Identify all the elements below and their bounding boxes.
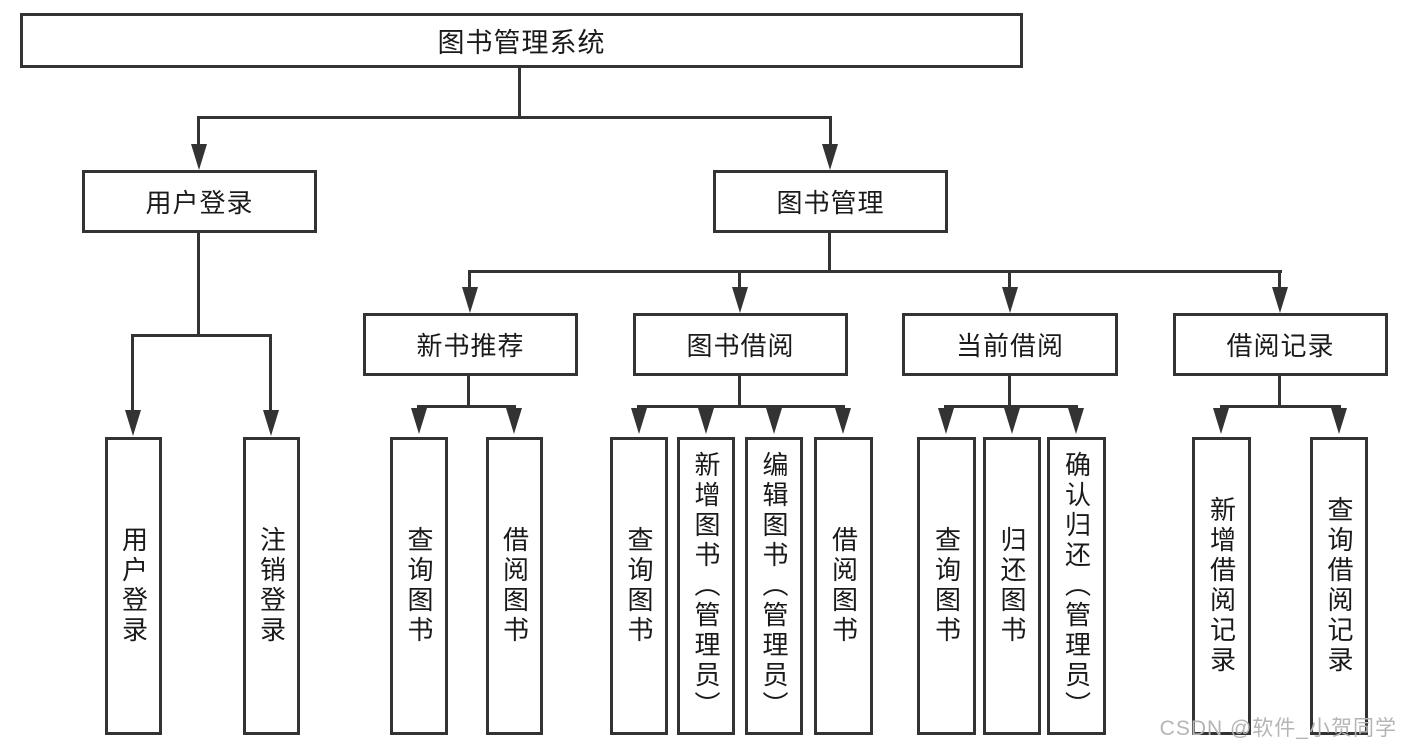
connector-stub-borrow-records [1278, 271, 1281, 289]
connector-borrow-records-horizontal [1220, 405, 1341, 408]
node-new-book-recommend-label: 新书推荐 [416, 331, 525, 361]
arrowhead-book-management [822, 144, 838, 170]
leaf-add-borrow-record: 新增借阅记录 [1192, 437, 1251, 735]
arrowhead-query-borrow-record [1331, 408, 1347, 434]
leaf-borrow-books-label: 借阅图书 [828, 526, 859, 646]
arrowhead-borrow-records [1272, 287, 1288, 313]
arrowhead-borrow-books-1 [506, 408, 522, 434]
leaf-add-borrow-record-label: 新增借阅记录 [1206, 496, 1237, 676]
node-current-borrow-label: 当前借阅 [955, 331, 1064, 361]
connector-stub-book-borrow [738, 271, 741, 289]
arrowhead-add-borrow-record [1213, 408, 1229, 434]
connector-user-login-horizontal [131, 334, 272, 337]
connector-stub-new-book [468, 271, 471, 289]
arrowhead-logout-leaf [263, 410, 279, 436]
connector-root-horizontal [197, 116, 832, 119]
leaf-borrow-books-recommend-label: 借阅图书 [499, 526, 530, 646]
leaf-confirm-return-admin-label: 确认归还（管理员） [1061, 451, 1092, 721]
arrowhead-current-borrow [1002, 287, 1018, 313]
connector-book-borrow-horizontal [637, 405, 845, 408]
connector-stub-current-borrow [1008, 271, 1011, 289]
node-borrow-records: 借阅记录 [1173, 313, 1388, 376]
node-book-borrow-label: 图书借阅 [686, 331, 795, 361]
leaf-return-books-label: 归还图书 [997, 526, 1027, 646]
leaf-borrow-books: 借阅图书 [814, 437, 873, 735]
node-user-login: 用户登录 [82, 170, 317, 233]
leaf-query-borrow-record: 查询借阅记录 [1310, 437, 1368, 735]
arrowhead-query-books-3 [938, 408, 954, 434]
leaf-query-books-current-label: 查询图书 [931, 526, 962, 646]
node-user-login-label: 用户登录 [145, 188, 254, 218]
leaf-logout-label: 注销登录 [256, 526, 287, 646]
leaf-query-books-borrow: 查询图书 [610, 437, 668, 735]
node-library-system-label: 图书管理系统 [437, 28, 606, 58]
node-library-system: 图书管理系统 [20, 13, 1023, 68]
connector-current-borrow-vertical [1008, 376, 1011, 407]
arrowhead-query-books-1 [411, 408, 427, 434]
connector-book-management-horizontal [468, 270, 1282, 273]
arrowhead-add-books [698, 408, 714, 434]
connector-user-login-vertical [197, 233, 200, 336]
leaf-query-borrow-record-label: 查询借阅记录 [1324, 496, 1354, 676]
watermark: CSDN @软件_小贺同学 [1159, 717, 1397, 740]
node-book-management: 图书管理 [713, 170, 948, 233]
leaf-user-login: 用户登录 [105, 437, 162, 735]
leaf-confirm-return-admin: 确认归还（管理员） [1047, 437, 1106, 735]
leaf-query-books-recommend: 查询图书 [390, 437, 448, 735]
arrowhead-new-book [462, 287, 478, 313]
connector-book-management-vertical [828, 233, 831, 272]
leaf-query-books-current: 查询图书 [917, 437, 976, 735]
arrowhead-login-leaf [125, 410, 141, 436]
connector-stub-book-management [829, 117, 832, 145]
leaf-logout: 注销登录 [243, 437, 300, 735]
leaf-add-books-admin: 新增图书（管理员） [677, 437, 735, 735]
leaf-borrow-books-recommend: 借阅图书 [486, 437, 543, 735]
connector-stub-logout-leaf [269, 335, 272, 412]
arrowhead-confirm-return [1068, 408, 1084, 434]
node-new-book-recommend: 新书推荐 [363, 313, 578, 376]
arrowhead-user-login [191, 144, 207, 170]
arrowhead-return-books [1004, 408, 1020, 434]
arrowhead-edit-books [766, 408, 782, 434]
node-book-management-label: 图书管理 [776, 188, 885, 218]
connector-current-borrow-horizontal [944, 405, 1078, 408]
connector-borrow-records-vertical [1278, 376, 1281, 407]
leaf-edit-books-admin-label: 编辑图书（管理员） [759, 451, 789, 721]
node-borrow-records-label: 借阅记录 [1226, 331, 1335, 361]
leaf-query-books-recommend-label: 查询图书 [404, 526, 434, 646]
connector-new-book-horizontal [417, 405, 516, 408]
arrowhead-book-borrow [732, 287, 748, 313]
leaf-query-books-borrow-label: 查询图书 [624, 526, 654, 646]
connector-new-book-vertical [467, 376, 470, 407]
node-current-borrow: 当前借阅 [902, 313, 1118, 376]
arrowhead-query-books-2 [631, 408, 647, 434]
connector-stub-user-login [197, 117, 200, 145]
leaf-user-login-label: 用户登录 [118, 526, 149, 646]
connector-root-vertical [518, 67, 521, 118]
arrowhead-borrow-books-2 [835, 408, 851, 434]
leaf-edit-books-admin: 编辑图书（管理员） [745, 437, 803, 735]
leaf-return-books: 归还图书 [983, 437, 1041, 735]
leaf-add-books-admin-label: 新增图书（管理员） [691, 451, 721, 721]
connector-book-borrow-vertical [738, 376, 741, 407]
connector-stub-login-leaf [131, 335, 134, 412]
node-book-borrow: 图书借阅 [633, 313, 848, 376]
